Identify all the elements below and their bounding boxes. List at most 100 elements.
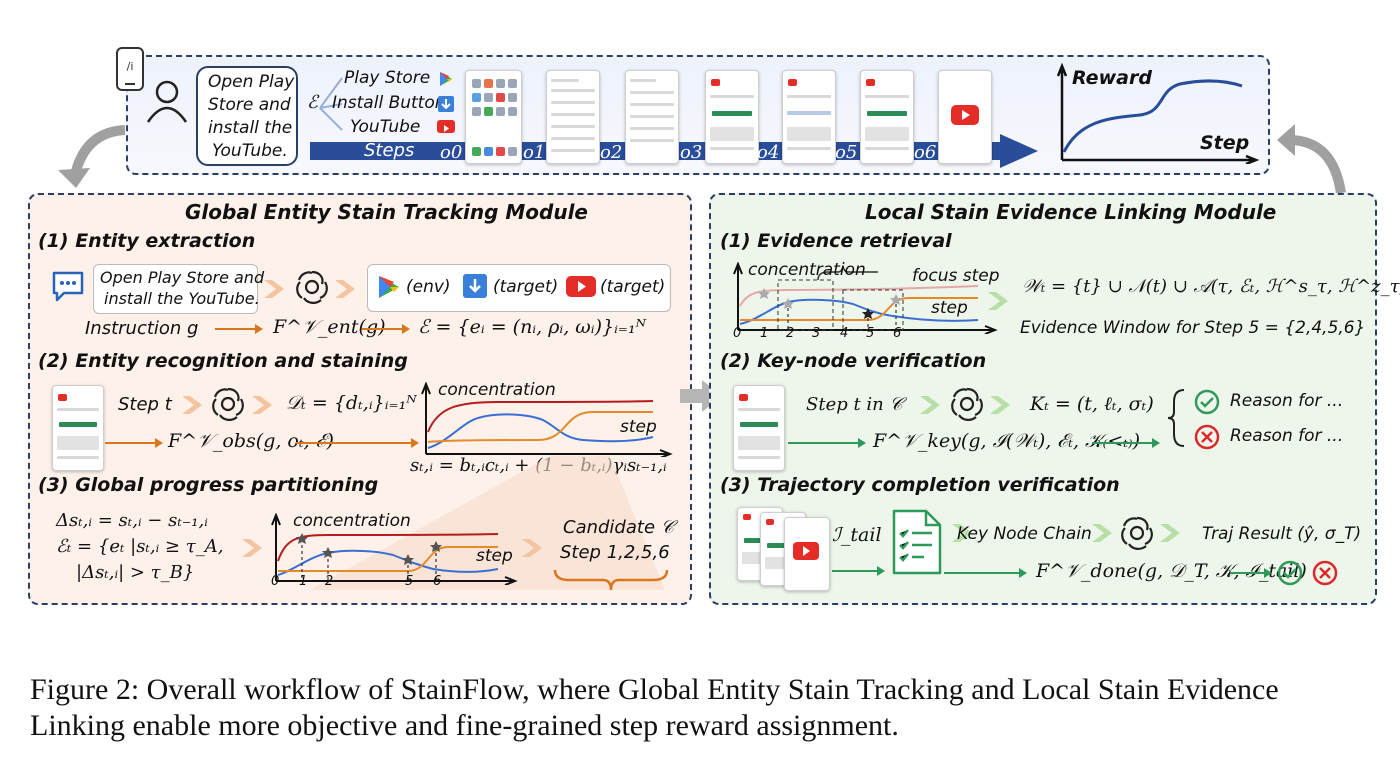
- phone-icon: /i: [115, 46, 145, 92]
- entity-play-store: Play Store: [344, 68, 430, 88]
- conc-label-2: concentration: [438, 380, 556, 400]
- key-node-heading: (2) Key-node verification: [720, 350, 986, 372]
- openai-icon-trajectory: [1118, 514, 1156, 552]
- obs-label-o4: o4: [757, 142, 779, 163]
- orange-chevron-4: [250, 392, 280, 418]
- orange-arrow-3: [105, 436, 165, 450]
- left-curved-arrow: [50, 120, 130, 190]
- obs-label-o2: o2: [600, 142, 622, 163]
- checklist-icon: [888, 507, 946, 577]
- tick-2: 2: [325, 574, 333, 589]
- step-axis-label: Step: [1200, 132, 1249, 154]
- right-brace: [1166, 388, 1188, 448]
- green-arrow-2: [1092, 436, 1162, 450]
- reason-text-1: Reason for ...: [1230, 391, 1343, 411]
- chat-icon: [50, 269, 86, 303]
- check-icon-1: [1194, 389, 1220, 415]
- obs-label-o0: o0: [440, 142, 462, 163]
- tick-1: 1: [299, 574, 307, 589]
- ev-tick-2: 2: [786, 326, 794, 341]
- step-label-2: step: [620, 417, 657, 437]
- instruction-line-3: install the: [208, 118, 292, 138]
- ev-tick-5: 5: [866, 326, 874, 341]
- env-label: (env): [406, 277, 451, 297]
- instruction-line-2: Store and: [208, 95, 291, 115]
- key-node-chain-label: Key Node Chain: [957, 524, 1092, 544]
- instruction-line-1: Open Play: [208, 72, 294, 92]
- screenshot-o3: [705, 70, 759, 164]
- evidence-conc-label: concentration: [748, 260, 866, 280]
- step-in-c-label: Step t in 𝒞: [806, 394, 903, 415]
- orange-chevron-6: [520, 535, 550, 561]
- evidence-step-label: step: [931, 298, 968, 318]
- screenshot-key-node: [733, 385, 785, 471]
- evidence-retrieval-heading: (1) Evidence retrieval: [720, 230, 952, 252]
- orange-brace: [553, 568, 669, 592]
- orange-arrow-2: [362, 322, 412, 336]
- steps-label: Steps: [364, 140, 414, 161]
- openai-icon-keynode: [948, 385, 986, 423]
- entity-recognition-heading: (2) Entity recognition and staining: [38, 350, 408, 372]
- obs-label-o6: o6: [914, 142, 936, 163]
- green-chevron-1: [986, 288, 1016, 314]
- screenshot-o4: [782, 70, 836, 164]
- candidate-steps: Step 1,2,5,6: [560, 542, 670, 563]
- et-equation-2: |Δsₜ,ᵢ| > τ_B}: [76, 562, 194, 583]
- orange-chevron-1: [262, 276, 292, 302]
- step-label-3: step: [476, 546, 513, 566]
- ev-tick-0: 0: [733, 326, 741, 341]
- orange-chevron-2: [333, 276, 363, 302]
- dt-equation: 𝒟ₜ = {dₜ,ᵢ}ᵢ₌₁ᴺ: [286, 392, 417, 414]
- ev-tick-6: 6: [893, 326, 901, 341]
- conc-label-3: concentration: [293, 511, 411, 531]
- global-module-title: Global Entity Stain Tracking Module: [185, 200, 588, 224]
- evidence-window-text: Evidence Window for Step 5 = {2,4,5,6}: [1020, 318, 1365, 338]
- green-arrow-5: [1230, 566, 1274, 580]
- install-button-icon: [438, 96, 454, 112]
- obs-label-o1: o1: [523, 142, 545, 163]
- reward-axis-label: Reward: [1072, 67, 1152, 89]
- reason-text-2: Reason for ...: [1230, 426, 1343, 446]
- tick-0: 0: [271, 574, 279, 589]
- install-button-icon-2: [463, 274, 487, 298]
- et-equation-1: ℰₜ = {eₜ |sₜ,ᵢ ≥ τ_A,: [56, 536, 223, 557]
- window-equation: 𝒲ₜ = {t} ∪ 𝒩(t) ∪ 𝒜(τ, ℰₜ, ℋ^s_τ, ℋ^z_τ): [1022, 276, 1400, 297]
- openai-icon-extraction: [293, 268, 331, 306]
- screenshot-o5: [860, 70, 914, 164]
- focus-step-label: focus step: [912, 266, 1000, 286]
- obs-label-o5: o5: [835, 142, 857, 163]
- obs-label-o3: o3: [680, 142, 702, 163]
- instruction-g-label: Instruction g: [85, 318, 198, 339]
- traj-result-label: Traj Result (ŷ, σ_T): [1202, 524, 1361, 544]
- orange-chevron-5: [240, 535, 270, 561]
- ev-tick-4: 4: [840, 326, 848, 341]
- play-store-icon-2: [376, 274, 402, 300]
- entity-set-equation: ℰ = {eᵢ = (nᵢ, ρᵢ, ωᵢ)}ᵢ₌₁ᴺ: [418, 316, 646, 338]
- instruction-line-4: YouTube.: [212, 141, 288, 161]
- screenshot-tail-3: [784, 517, 830, 591]
- itail-label: ℐ_tail: [832, 524, 882, 546]
- green-chevron-2: [918, 392, 948, 418]
- orange-arrow-1: [215, 322, 265, 336]
- play-store-icon: [438, 71, 454, 87]
- candidate-label: Candidate 𝒞: [563, 517, 674, 538]
- green-arrow-4: [944, 566, 1029, 580]
- ev-tick-3: 3: [812, 326, 820, 341]
- instruction-box-line-1: Open Play Store and: [100, 268, 264, 287]
- tick-6: 6: [433, 574, 441, 589]
- openai-icon-recognition: [209, 385, 247, 423]
- screenshot-o0: [465, 70, 522, 164]
- local-module-title: Local Stain Evidence Linking Module: [865, 200, 1276, 224]
- green-chevron-5: [1090, 520, 1120, 546]
- check-icon-final: [1277, 560, 1303, 586]
- user-icon: [145, 78, 189, 124]
- tick-5: 5: [405, 574, 413, 589]
- target-label-2: (target): [600, 277, 665, 297]
- cross-icon-1: [1194, 424, 1220, 450]
- green-chevron-6: [1158, 520, 1188, 546]
- screenshot-o6: [938, 70, 992, 164]
- screenshot-o1: [546, 70, 600, 164]
- step-t-label: Step t: [118, 394, 172, 415]
- entity-set-symbol: ℰ: [307, 92, 318, 113]
- figure-caption: Figure 2: Overall workflow of StainFlow,…: [30, 672, 1375, 744]
